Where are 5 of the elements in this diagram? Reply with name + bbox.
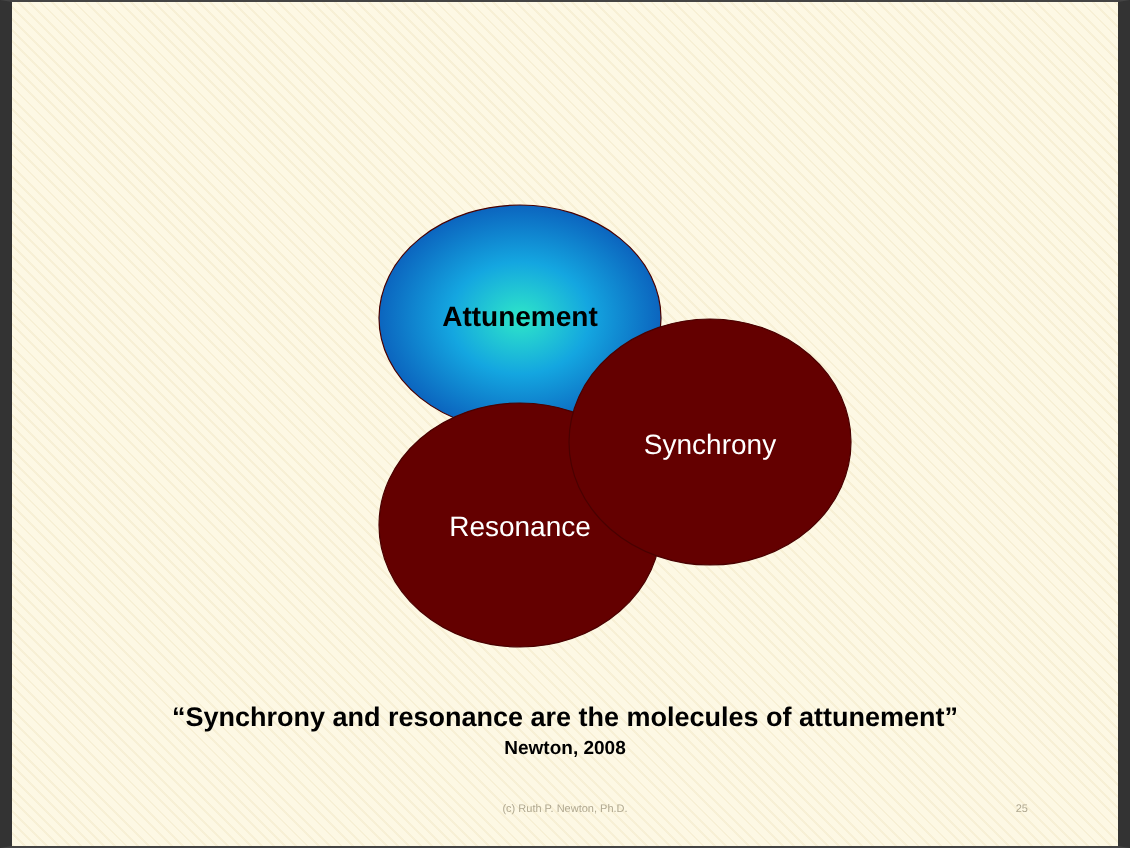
node-label: Synchrony bbox=[643, 428, 777, 460]
node-label: Resonance bbox=[449, 509, 591, 541]
node-label: Attunement bbox=[442, 300, 598, 332]
citation-text: Newton, 2008 bbox=[504, 738, 626, 760]
quote-text: “Synchrony and resonance are the molecules of attunement” bbox=[171, 702, 959, 732]
